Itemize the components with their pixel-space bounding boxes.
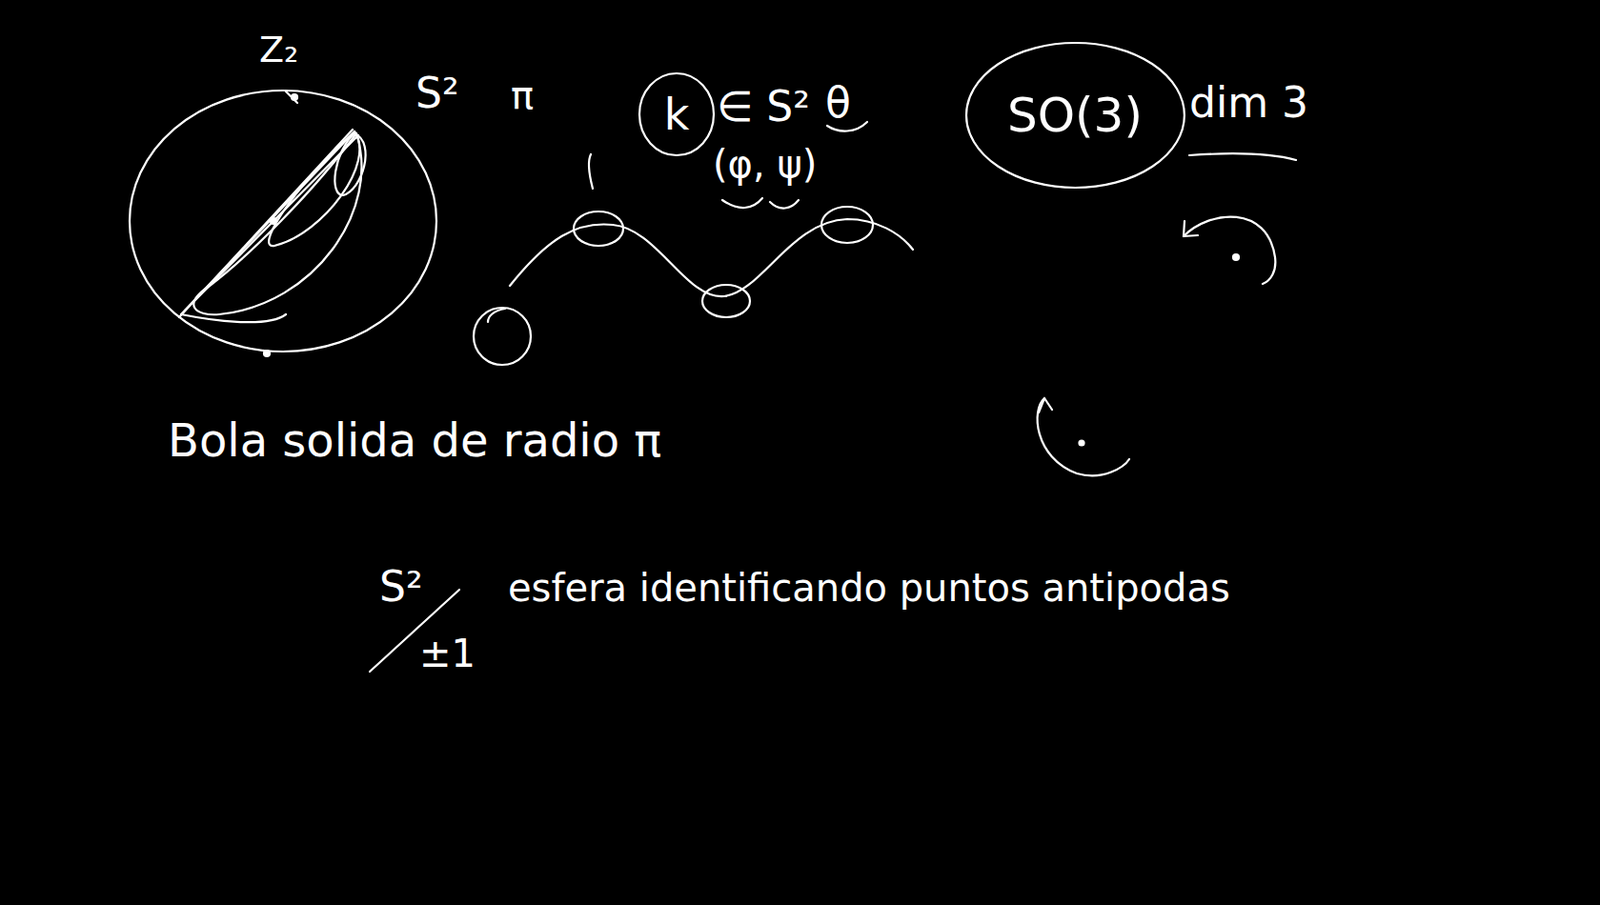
underline-mark	[722, 198, 799, 209]
quotient-denominator: ±1	[419, 634, 476, 673]
arrow-head	[1183, 221, 1198, 237]
quotient-description: esfera identificando puntos antipodas	[507, 568, 1231, 608]
loop-path	[334, 133, 365, 196]
space-symbol: S²	[415, 72, 460, 115]
dimension-text: dim 3	[1189, 81, 1309, 124]
underline	[1189, 153, 1297, 161]
stroke-mark	[588, 154, 593, 189]
small-loop	[702, 284, 750, 318]
rotation-arc	[1183, 217, 1276, 284]
circled-symbol: k	[637, 71, 716, 158]
arrow-head	[1038, 398, 1053, 413]
rotation-arc	[1037, 398, 1130, 476]
tick-mark	[285, 91, 298, 103]
ball-outline	[129, 90, 437, 352]
small-circle	[473, 307, 531, 365]
wave-curve	[509, 219, 913, 297]
loop-path	[181, 314, 286, 323]
quotient-numerator: S²	[379, 566, 424, 608]
angle-symbol: θ	[825, 81, 851, 124]
loop-path	[193, 133, 362, 315]
coordinates-text: (φ, ψ)	[712, 144, 817, 183]
ball-caption: Bola solida de radio π	[167, 417, 662, 464]
node-text: k	[664, 92, 690, 137]
circled-group: SO(3)	[964, 40, 1187, 190]
axis-dot	[1079, 441, 1085, 446]
point-dot	[263, 350, 270, 357]
axis-dot	[1233, 254, 1239, 261]
node-text: SO(3)	[1007, 91, 1143, 140]
small-loop	[821, 206, 873, 244]
small-circle	[487, 308, 506, 323]
point-dot	[270, 218, 277, 224]
pi-symbol: π	[510, 76, 534, 115]
group-name: Z₂	[259, 31, 299, 68]
small-loop	[573, 211, 624, 246]
membership-text: ∈ S²	[716, 85, 811, 128]
